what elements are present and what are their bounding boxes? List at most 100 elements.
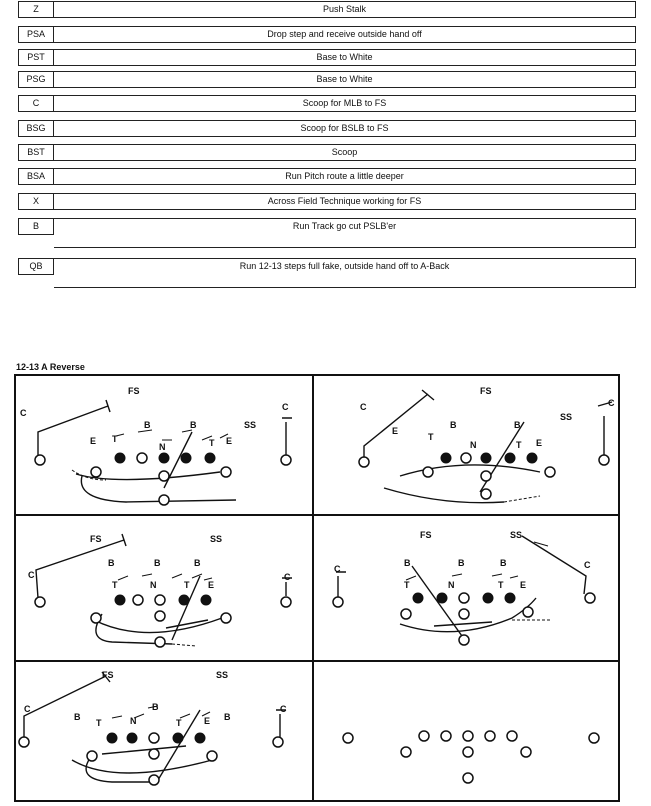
corner-label: C [28, 570, 35, 580]
end-label: E [204, 716, 210, 726]
tackle-label: T [516, 440, 522, 450]
linebacker-label: B [144, 420, 151, 430]
play-panel-4: FS SS C C B B B T N T E [312, 514, 620, 662]
player-marker [114, 594, 126, 606]
player-marker [178, 594, 190, 606]
position-code: X [18, 193, 54, 210]
tackle-label: T [176, 718, 182, 728]
strong-safety-label: SS [216, 670, 228, 680]
assignment-text: Push Stalk [54, 1, 636, 18]
corner-label: C [20, 408, 27, 418]
position-code: Z [18, 1, 54, 18]
diagram-caption: 12-13 A Reverse [16, 362, 85, 372]
player-marker [342, 732, 354, 744]
play-diagram-grid: FS SS C C E T B N B T E [14, 374, 620, 802]
player-marker [132, 594, 144, 606]
assignment-text: Run 12-13 steps full fake, outside hand … [54, 258, 636, 288]
player-marker [90, 466, 102, 478]
player-marker [148, 748, 160, 760]
play-panel-5: FS SS C C B B B T N T E [14, 660, 314, 802]
player-marker [588, 732, 600, 744]
linebacker-label: B [154, 558, 161, 568]
position-code: PST [18, 49, 54, 66]
player-marker [440, 730, 452, 742]
player-marker [458, 634, 470, 646]
player-marker [506, 730, 518, 742]
free-safety-label: FS [90, 534, 102, 544]
nose-label: N [130, 716, 137, 726]
player-marker [86, 750, 98, 762]
play-panel-3: FS SS C C B B B T N T E [14, 514, 314, 662]
nose-label: N [470, 440, 477, 450]
player-marker [458, 592, 470, 604]
position-code: BST [18, 144, 54, 161]
corner-label: C [608, 398, 615, 408]
corner-label: C [360, 402, 367, 412]
end-label: E [90, 436, 96, 446]
linebacker-label: B [450, 420, 457, 430]
end-label: E [536, 438, 542, 448]
corner-label: C [282, 402, 289, 412]
free-safety-label: FS [128, 386, 140, 396]
tackle-label: T [428, 432, 434, 442]
tackle-label: T [184, 580, 190, 590]
position-code: PSG [18, 71, 54, 88]
player-marker [480, 470, 492, 482]
player-marker [158, 452, 170, 464]
linebacker-label: B [194, 558, 201, 568]
linebacker-label: B [190, 420, 197, 430]
tackle-label: T [209, 438, 215, 448]
linebacker-label: B [108, 558, 115, 568]
play-panel-1: FS SS C C E T B N B T E [14, 374, 314, 516]
tackle-label: T [498, 580, 504, 590]
player-marker [220, 612, 232, 624]
tackle-label: T [112, 580, 118, 590]
player-marker [158, 470, 170, 482]
player-marker [480, 488, 492, 500]
linebacker-label: B [458, 558, 465, 568]
player-marker [400, 746, 412, 758]
player-marker [34, 596, 46, 608]
player-marker [504, 452, 516, 464]
tackle-label: T [404, 580, 410, 590]
strong-safety-label: SS [510, 530, 522, 540]
linebacker-label: B [514, 420, 521, 430]
player-marker [462, 746, 474, 758]
strong-safety-label: SS [210, 534, 222, 544]
play-diagram: FS SS C C B B B T N T E [28, 533, 292, 648]
player-marker [400, 608, 412, 620]
assignment-text: Scoop for MLB to FS [54, 95, 636, 112]
player-marker [526, 452, 538, 464]
player-marker [172, 732, 184, 744]
end-label: E [208, 580, 214, 590]
player-marker [522, 606, 534, 618]
nose-label: N [448, 580, 455, 590]
player-marker [90, 612, 102, 624]
position-code: B [18, 218, 54, 235]
corner-label: C [584, 560, 591, 570]
player-marker [520, 746, 532, 758]
linebacker-label: B [224, 712, 231, 722]
player-marker [358, 456, 370, 468]
play-diagram: FS SS C C B B B T N T E [332, 530, 596, 646]
player-marker [154, 610, 166, 622]
player-marker [136, 452, 148, 464]
player-marker [154, 636, 166, 648]
player-marker [484, 730, 496, 742]
play-diagram: FS SS C C E T B N B T E [358, 386, 615, 504]
player-marker [584, 592, 596, 604]
player-marker [462, 730, 474, 742]
linebacker-label: B [74, 712, 81, 722]
assignment-text: Base to White [54, 49, 636, 66]
player-marker [280, 596, 292, 608]
position-code: C [18, 95, 54, 112]
player-marker [106, 732, 118, 744]
play-diagram: FS SS C C B B B T N T E [18, 670, 287, 786]
corner-label: C [334, 564, 341, 574]
player-marker [34, 454, 46, 466]
position-code: QB [18, 258, 54, 275]
play-diagram: FS SS C C E T B N B T E [20, 386, 292, 506]
player-marker [200, 594, 212, 606]
player-marker [204, 452, 216, 464]
free-safety-label: FS [420, 530, 432, 540]
